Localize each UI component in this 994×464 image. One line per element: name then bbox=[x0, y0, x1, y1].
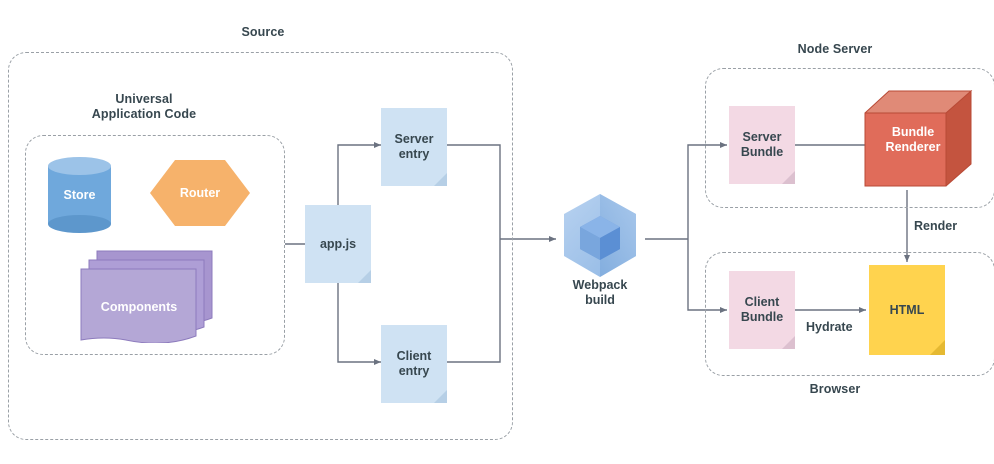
client-bundle-fold-corner bbox=[782, 336, 795, 349]
node-webpack-build-label: Webpack build bbox=[572, 278, 628, 307]
group-box-universal-application-code bbox=[25, 135, 285, 355]
node-bundle-renderer-label: Bundle Renderer bbox=[885, 125, 941, 154]
edge-label-hydrate: Hydrate bbox=[806, 320, 853, 334]
components-stack-shape bbox=[80, 250, 213, 344]
edge-label-render: Render bbox=[914, 219, 958, 233]
html-fold-corner bbox=[930, 340, 945, 355]
group-box-source bbox=[8, 52, 513, 440]
node-server-entry[interactable]: Server entry bbox=[381, 108, 447, 186]
node-server-entry-label: Server entry bbox=[394, 132, 434, 161]
group-caption-source: Source bbox=[241, 25, 285, 39]
group-caption-browser: Browser bbox=[809, 382, 861, 396]
node-bundle-renderer[interactable]: Bundle Renderer bbox=[864, 89, 980, 190]
server-bundle-fold-corner bbox=[782, 171, 795, 184]
node-webpack-build[interactable]: Webpack build bbox=[560, 192, 640, 307]
node-app-js[interactable]: app.js bbox=[305, 205, 371, 283]
router-hexagon-shape bbox=[150, 160, 250, 226]
app-js-fold-corner bbox=[358, 270, 371, 283]
node-components[interactable]: Components bbox=[80, 248, 215, 344]
store-cylinder-bottom bbox=[48, 215, 111, 233]
webpack-logo-icon bbox=[564, 194, 636, 277]
node-client-entry[interactable]: Client entry bbox=[381, 325, 447, 403]
group-caption-node-server: Node Server bbox=[797, 42, 873, 56]
node-client-entry-label: Client entry bbox=[396, 349, 432, 378]
group-box-browser bbox=[705, 252, 994, 376]
node-html[interactable]: HTML bbox=[869, 265, 945, 355]
node-server-bundle[interactable]: Server Bundle bbox=[729, 106, 795, 184]
node-components-label: Components bbox=[100, 300, 178, 314]
node-html-label: HTML bbox=[889, 302, 925, 317]
node-store-label: Store bbox=[63, 188, 96, 202]
node-client-bundle-label: Client Bundle bbox=[740, 295, 784, 324]
node-router[interactable]: Router bbox=[150, 160, 250, 226]
node-router-label: Router bbox=[179, 186, 221, 200]
group-box-node-server bbox=[705, 68, 994, 208]
node-server-bundle-label: Server Bundle bbox=[740, 130, 784, 159]
client-entry-fold-corner bbox=[434, 390, 447, 403]
store-cylinder-body bbox=[48, 166, 111, 224]
store-cylinder-top bbox=[48, 157, 111, 175]
node-store[interactable]: Store bbox=[48, 157, 111, 233]
node-client-bundle[interactable]: Client Bundle bbox=[729, 271, 795, 349]
server-entry-fold-corner bbox=[434, 173, 447, 186]
group-caption-universal-application-code: Universal Application Code bbox=[91, 92, 197, 121]
bundle-renderer-cube-icon bbox=[864, 89, 973, 187]
node-app-js-label: app.js bbox=[319, 236, 357, 251]
